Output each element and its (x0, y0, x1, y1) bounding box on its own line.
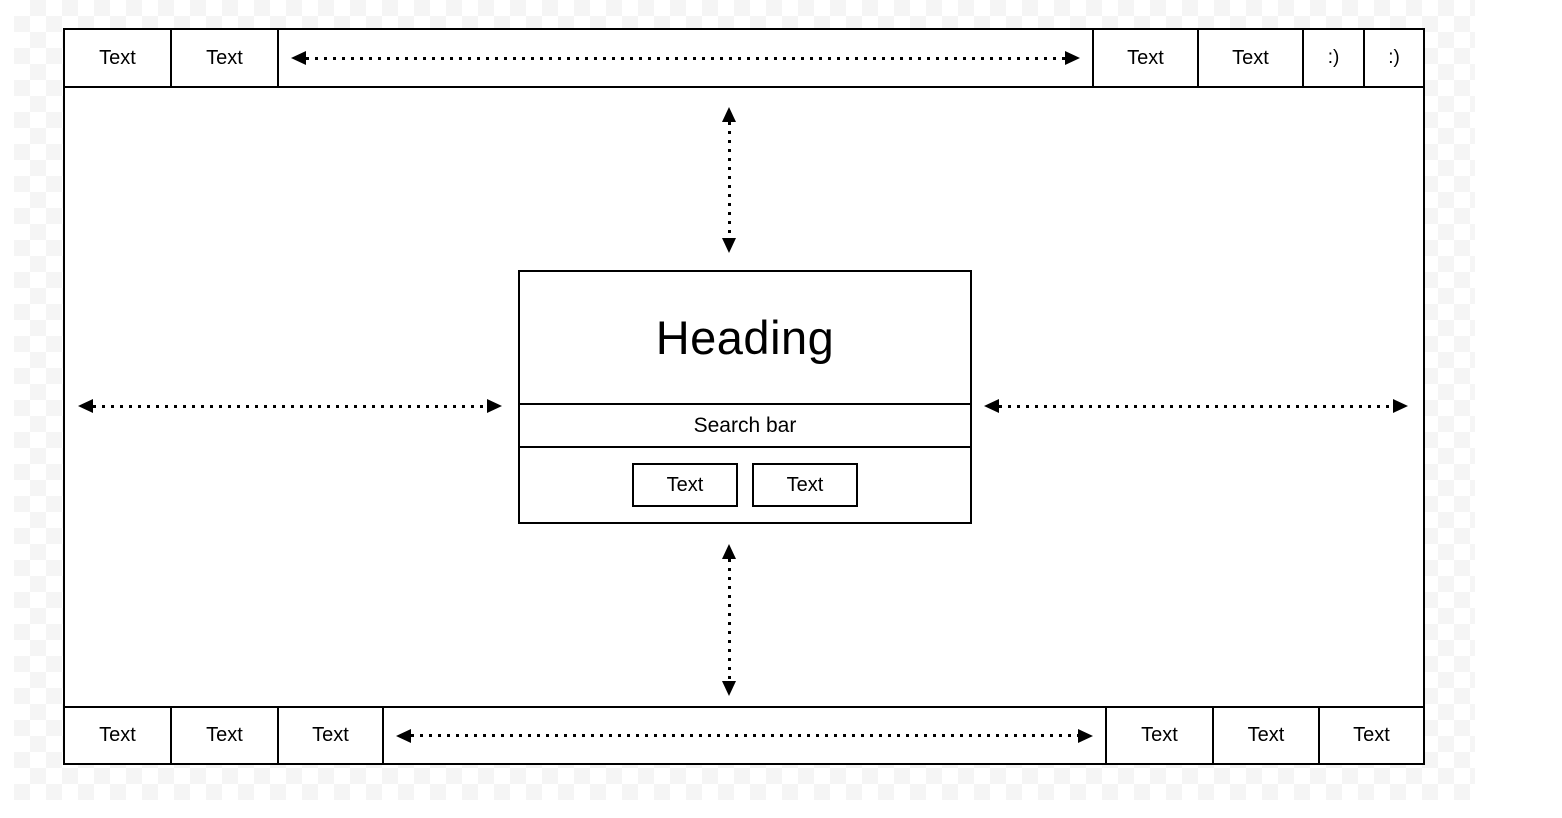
top-bar-item-3[interactable]: Text (1094, 30, 1199, 86)
arrowhead-up-icon (722, 544, 736, 559)
arrowhead-left-icon (984, 399, 999, 413)
arrowhead-right-icon (1393, 399, 1408, 413)
top-bar-smiley-2[interactable]: :) (1365, 30, 1423, 86)
bottom-bar-item-3[interactable]: Text (279, 708, 384, 763)
horizontal-stretch-arrow-icon (291, 51, 1080, 65)
arrowhead-right-icon (1065, 51, 1080, 65)
top-bar-item-1[interactable]: Text (65, 30, 172, 86)
dotted-line (93, 404, 487, 408)
bottom-bar-item-2[interactable]: Text (172, 708, 279, 763)
dotted-line (727, 559, 731, 681)
arrowhead-up-icon (722, 107, 736, 122)
arrowhead-left-icon (291, 51, 306, 65)
spacing-arrow-left (78, 399, 502, 413)
search-bar[interactable]: Search bar (520, 405, 970, 448)
spacing-arrow-top (722, 107, 736, 253)
bottom-bar-flex-space (384, 708, 1107, 763)
dotted-line (306, 56, 1065, 60)
arrowhead-left-icon (78, 399, 93, 413)
arrowhead-down-icon (722, 681, 736, 696)
bottom-nav-bar: Text Text Text Text Text Text (65, 706, 1423, 763)
arrowhead-right-icon (1078, 728, 1093, 743)
top-nav-bar: Text Text Text Text :) :) (65, 30, 1423, 88)
content-card: Heading Search bar Text Text (518, 270, 972, 524)
arrowhead-right-icon (487, 399, 502, 413)
horizontal-stretch-arrow-icon (396, 728, 1093, 743)
card-button-left[interactable]: Text (632, 463, 738, 507)
arrowhead-left-icon (396, 728, 411, 743)
top-bar-smiley-1[interactable]: :) (1304, 30, 1365, 86)
arrowhead-down-icon (722, 238, 736, 253)
card-button-right[interactable]: Text (752, 463, 858, 507)
top-bar-flex-space (279, 30, 1094, 86)
bottom-bar-item-4[interactable]: Text (1107, 708, 1214, 763)
dotted-line (411, 734, 1078, 737)
bottom-bar-item-1[interactable]: Text (65, 708, 172, 763)
dotted-line (999, 404, 1393, 408)
card-heading: Heading (520, 272, 970, 405)
spacing-arrow-bottom (722, 544, 736, 696)
bottom-bar-item-5[interactable]: Text (1214, 708, 1320, 763)
bottom-bar-item-6[interactable]: Text (1320, 708, 1423, 763)
dotted-line (727, 122, 731, 238)
top-bar-item-4[interactable]: Text (1199, 30, 1304, 86)
card-button-row: Text Text (520, 448, 970, 522)
spacing-arrow-right (984, 399, 1408, 413)
top-bar-item-2[interactable]: Text (172, 30, 279, 86)
